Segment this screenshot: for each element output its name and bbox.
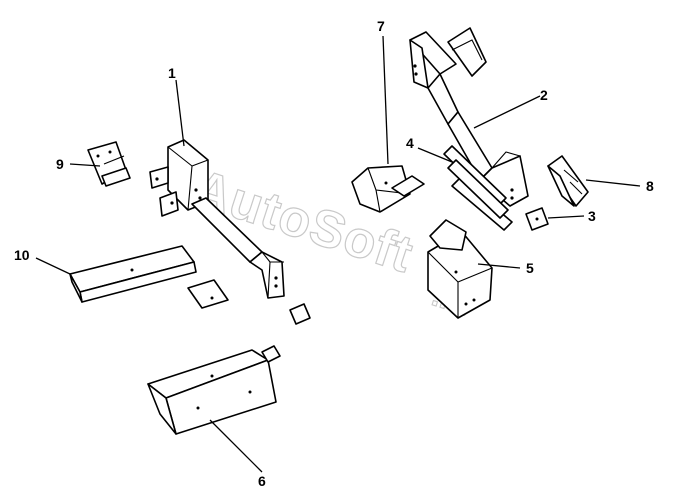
small-bracket-plate: [187, 279, 229, 309]
part-6-large-tray: [147, 345, 281, 435]
callout-9: 9: [56, 156, 64, 172]
callout-10: 10: [14, 247, 30, 263]
part-3-small-plate: [525, 207, 549, 231]
callout-4: 4: [406, 135, 414, 151]
part-8-angled-bracket: [547, 155, 589, 207]
part-5-housing-box: [427, 219, 493, 319]
callout-3: 3: [588, 208, 596, 224]
part-1-long-bracket: [149, 139, 285, 299]
small-square-plate: [289, 303, 311, 325]
part-10-long-tray: [69, 245, 197, 303]
part-9-small-clip: [87, 141, 131, 187]
callout-7: 7: [377, 18, 385, 34]
callout-5: 5: [526, 260, 534, 276]
leader-lines: [35, 35, 641, 473]
part-4-shim-plates: [443, 145, 513, 231]
callout-labels: 1 2 3 4 5 6 7 8 9 10: [14, 18, 654, 489]
callout-8: 8: [646, 178, 654, 194]
part-2-z-bracket: [409, 27, 529, 207]
callout-1: 1: [168, 65, 176, 81]
callout-2: 2: [540, 87, 548, 103]
callout-6: 6: [258, 473, 266, 489]
part-7-saddle-bracket: [351, 165, 425, 213]
